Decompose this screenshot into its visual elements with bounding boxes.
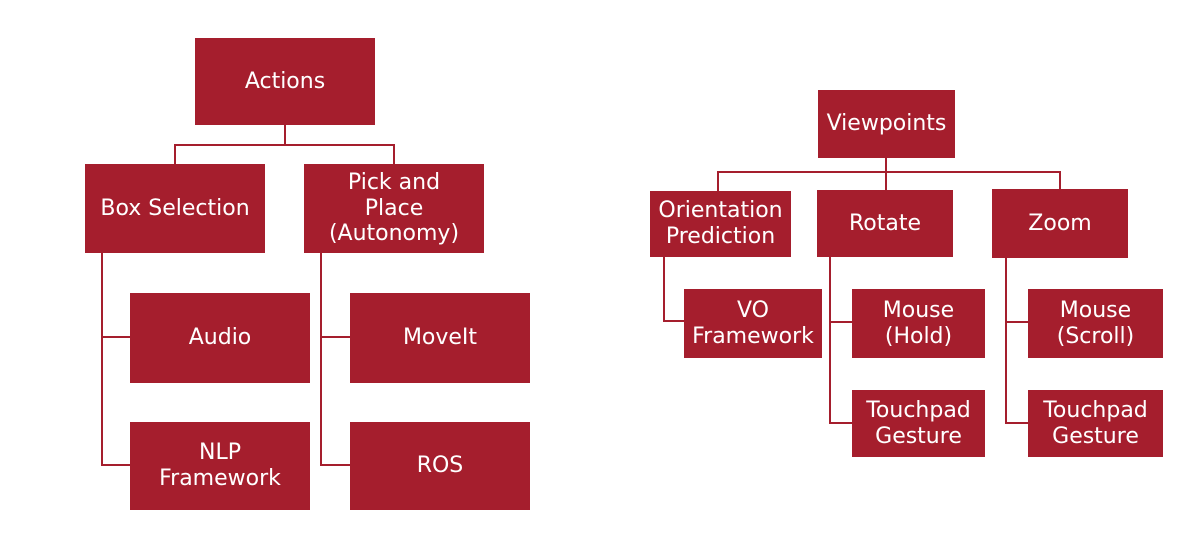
node-actions: Actions (195, 38, 375, 125)
node-touchpad-gesture-rotate: Touchpad Gesture (852, 390, 985, 457)
node-mouse-hold: Mouse (Hold) (852, 289, 985, 358)
connector-viewpoints-down (885, 158, 887, 173)
connector-to-audio (101, 336, 130, 338)
node-rotate: Rotate (817, 190, 953, 257)
connector-to-mouse-scroll (1005, 321, 1028, 323)
connector-rotate-trunk (829, 257, 831, 424)
node-moveit: MoveIt (350, 293, 530, 383)
connector-to-pick-and-place (393, 144, 395, 165)
node-box-selection: Box Selection (85, 164, 265, 253)
connector-to-moveit (320, 336, 350, 338)
connector-to-touchpad-zoom (1005, 422, 1028, 424)
connector-box-selection-trunk (101, 253, 103, 466)
connector-orientation-trunk (663, 257, 665, 322)
node-audio: Audio (130, 293, 310, 383)
node-pick-and-place-autonomy: Pick and Place (Autonomy) (304, 164, 484, 253)
node-viewpoints: Viewpoints (818, 90, 955, 158)
connector-to-zoom (1059, 171, 1061, 189)
connector-actions-down (284, 125, 286, 146)
connector-to-ros (320, 464, 350, 466)
connector-to-touchpad-rotate (829, 422, 852, 424)
node-vo-framework: VO Framework (684, 289, 822, 358)
node-nlp-framework: NLP Framework (130, 422, 310, 510)
connector-to-nlp-framework (101, 464, 130, 466)
connector-viewpoints-bus (717, 171, 1061, 173)
connector-actions-bus (174, 144, 395, 146)
connector-to-vo-framework (663, 320, 684, 322)
connector-zoom-trunk (1005, 258, 1007, 424)
connector-to-rotate (885, 171, 887, 190)
node-zoom: Zoom (992, 189, 1128, 258)
node-orientation-prediction: Orientation Prediction (650, 191, 791, 257)
connector-to-box-selection (174, 144, 176, 165)
node-mouse-scroll: Mouse (Scroll) (1028, 289, 1163, 358)
node-ros: ROS (350, 422, 530, 510)
node-touchpad-gesture-zoom: Touchpad Gesture (1028, 390, 1163, 457)
connector-to-mouse-hold (829, 321, 852, 323)
connector-to-orientation (717, 171, 719, 191)
connector-pick-place-trunk (320, 253, 322, 466)
